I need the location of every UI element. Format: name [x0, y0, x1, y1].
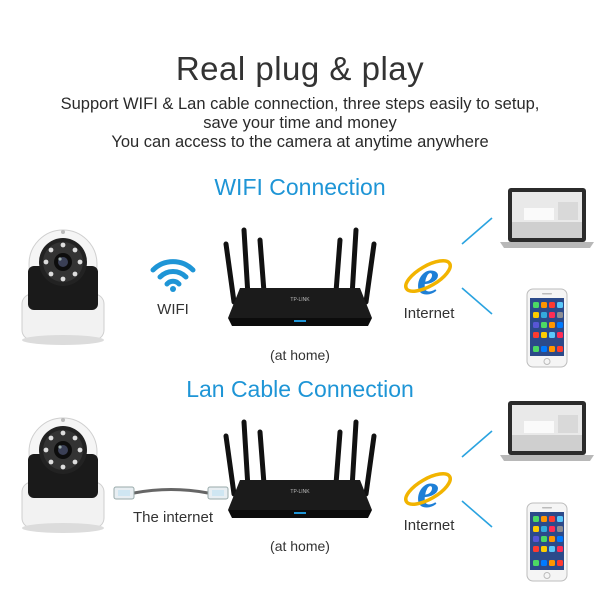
internet-explorer-icon: e — [404, 462, 452, 518]
wifi-internet-label: Internet — [403, 305, 455, 322]
page-title: Real plug & play — [175, 50, 425, 87]
smartphone-icon — [526, 502, 568, 582]
wifi-section-heading: WIFI Connection — [214, 174, 386, 200]
lan-link-label: The internet — [132, 509, 214, 526]
wifi-link-label: WIFI — [157, 301, 189, 318]
internet-explorer-icon: e — [404, 249, 452, 305]
lan-section-heading: Lan Cable Connection — [186, 376, 414, 402]
laptop-icon — [500, 401, 594, 461]
ethernet-cable-icon — [113, 486, 229, 500]
subtitle-line-1: Support WIFI & Lan cable connection, thr… — [60, 95, 540, 113]
router-brand: TP-LINK — [290, 297, 310, 303]
svg-text:e: e — [417, 462, 439, 518]
smartphone-icon — [526, 288, 568, 368]
subtitle-line-3: You can access to the camera at anytime … — [111, 133, 489, 151]
wifi-icon — [150, 259, 196, 292]
camera-icon — [21, 417, 105, 533]
subtitle-line-2: save your time and money — [203, 114, 397, 132]
wifi-router-caption: (at home) — [270, 347, 330, 363]
router-brand: TP-LINK — [290, 489, 310, 495]
lan-router-caption: (at home) — [270, 538, 330, 554]
camera-icon — [21, 229, 105, 345]
laptop-icon — [500, 188, 594, 248]
router-icon: TP-LINK — [223, 419, 377, 518]
router-icon: TP-LINK — [223, 227, 377, 326]
lan-internet-label: Internet — [403, 517, 455, 534]
